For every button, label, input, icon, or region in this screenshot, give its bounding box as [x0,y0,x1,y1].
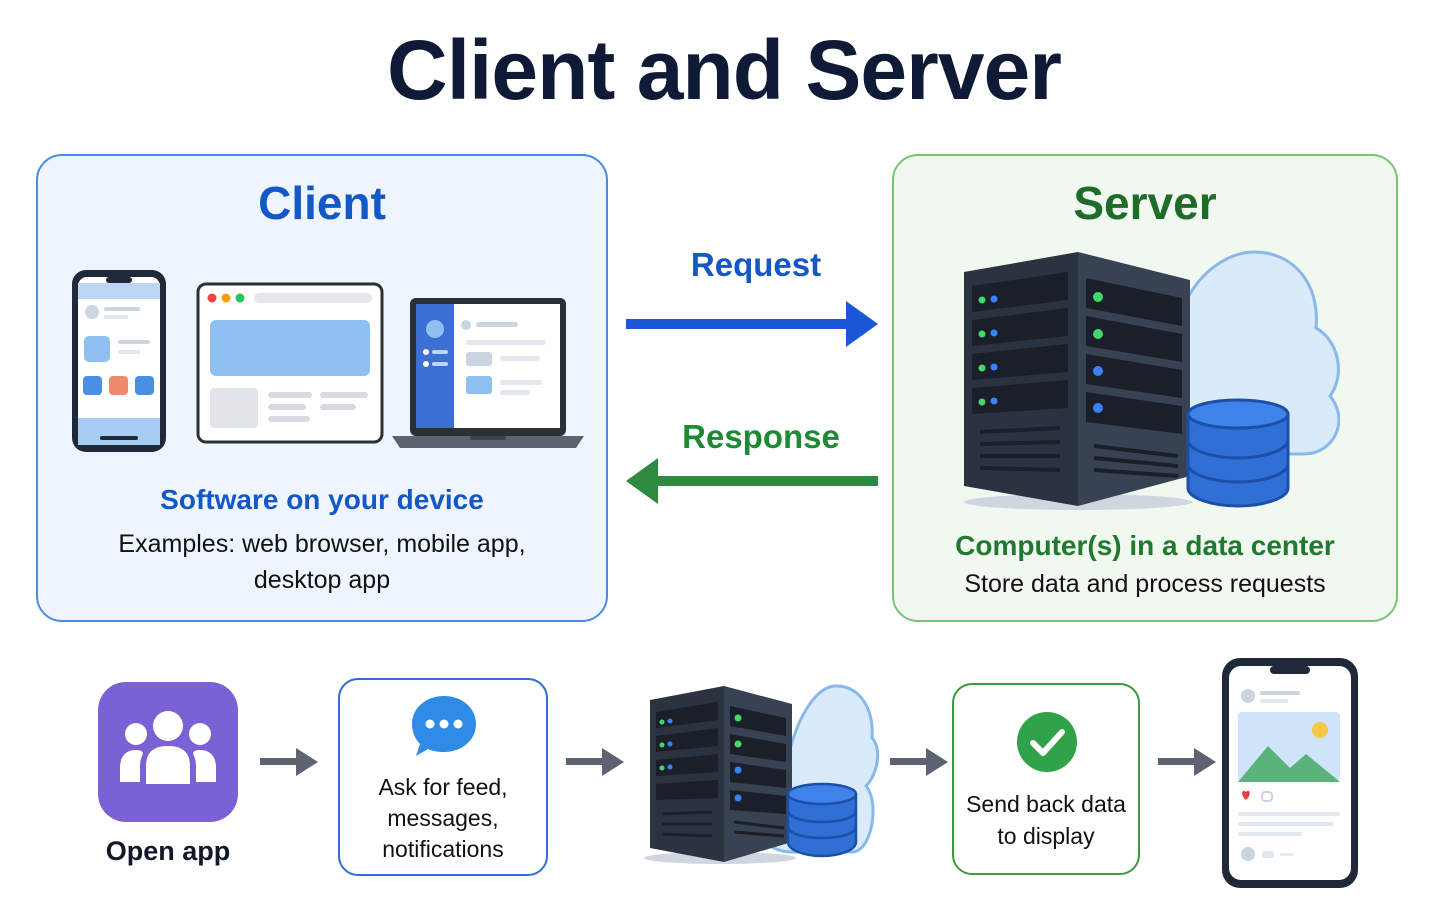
database-icon [1186,398,1290,508]
send-step-box: Send back data to display [952,683,1140,875]
browser-window-icon [196,282,384,444]
server-rack-icon [644,684,880,864]
open-app-label: Open app [105,836,231,866]
client-description-line1: Examples: web browser, mobile app, [118,530,526,558]
laptop-icon [392,298,584,448]
server-title: Server [1073,177,1217,229]
chat-bubble-icon [412,696,476,756]
page-title: Client and Server [387,23,1062,117]
phone-feed-icon [1222,658,1358,888]
server-rack-icon [964,252,1192,510]
phone-icon [72,270,166,452]
ask-step-box: Ask for feed, messages, notifications [338,678,548,876]
client-panel: Client [36,154,608,622]
flow-arrow [260,748,318,776]
send-step-line1: Send back data [966,791,1126,817]
client-title: Client [258,177,386,229]
ask-step-line1: Ask for feed, [378,774,508,800]
client-subtitle: Software on your device [160,484,484,515]
flow-arrow [890,748,948,776]
flow-arrow [1158,748,1216,776]
client-description-line2: desktop app [253,566,391,594]
ask-step-line2: messages, [387,805,499,831]
request-arrow [626,301,878,347]
users-app-icon [98,682,238,822]
send-step-line2: to display [997,823,1095,849]
flow-arrow [566,748,624,776]
response-label: Response [682,418,840,455]
server-subtitle: Computer(s) in a data center [955,530,1335,561]
server-description: Store data and process requests [964,570,1326,598]
ask-step-line3: notifications [382,836,504,862]
server-panel: Server [892,154,1398,622]
response-arrow [626,458,878,504]
request-label: Request [690,246,822,283]
check-circle-icon [1017,712,1077,772]
